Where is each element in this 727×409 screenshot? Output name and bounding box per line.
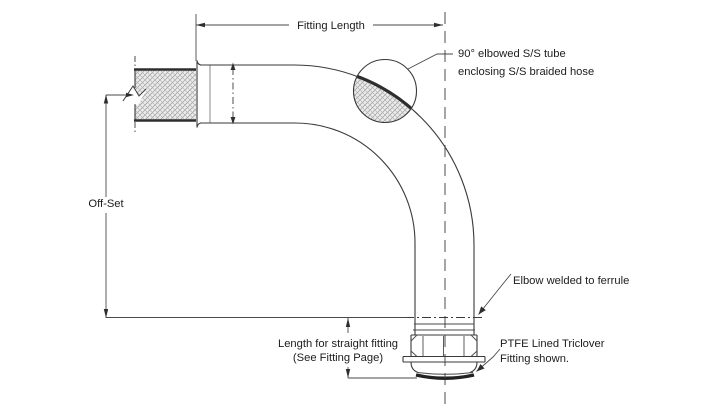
fitting-clamp-rim [410,361,478,380]
weld-note-label: Elbow welded to ferrule [513,275,629,287]
elbow-tube-outline [196,60,475,335]
offset-label: Off-Set [88,198,124,210]
section-indicator [230,62,236,125]
elbow-note: 90° elbowed S/S tube enclosing S/S braid… [407,48,594,78]
elbow-note-line1: 90° elbowed S/S tube [458,48,566,60]
hose-hatch-fill [135,69,196,121]
braided-hose-break-section [122,56,196,134]
break-notch [123,85,147,105]
elbow-note-line2: enclosing S/S braided hose [458,66,594,78]
fitting-length-dimension: Fitting Length [195,14,443,61]
straight-length-label-line1: Length for straight fitting [278,338,398,350]
straight-fitting-dimension: Length for straight fitting (See Fitting… [278,318,417,379]
triclover-note-line2: Fitting shown. [500,353,569,365]
fitting-length-label: Fitting Length [297,20,365,32]
elbow-detail-circle [352,58,418,124]
offset-dimension: Off-Set [88,92,407,318]
fitting-hex-body [410,334,478,357]
triclover-note: PTFE Lined Triclover Fitting shown. [476,338,605,372]
triclover-note-line1: PTFE Lined Triclover [500,338,605,350]
weld-note: Elbow welded to ferrule [478,273,629,315]
fitting-flange [402,355,486,363]
straight-length-label-line2: (See Fitting Page) [293,352,383,364]
